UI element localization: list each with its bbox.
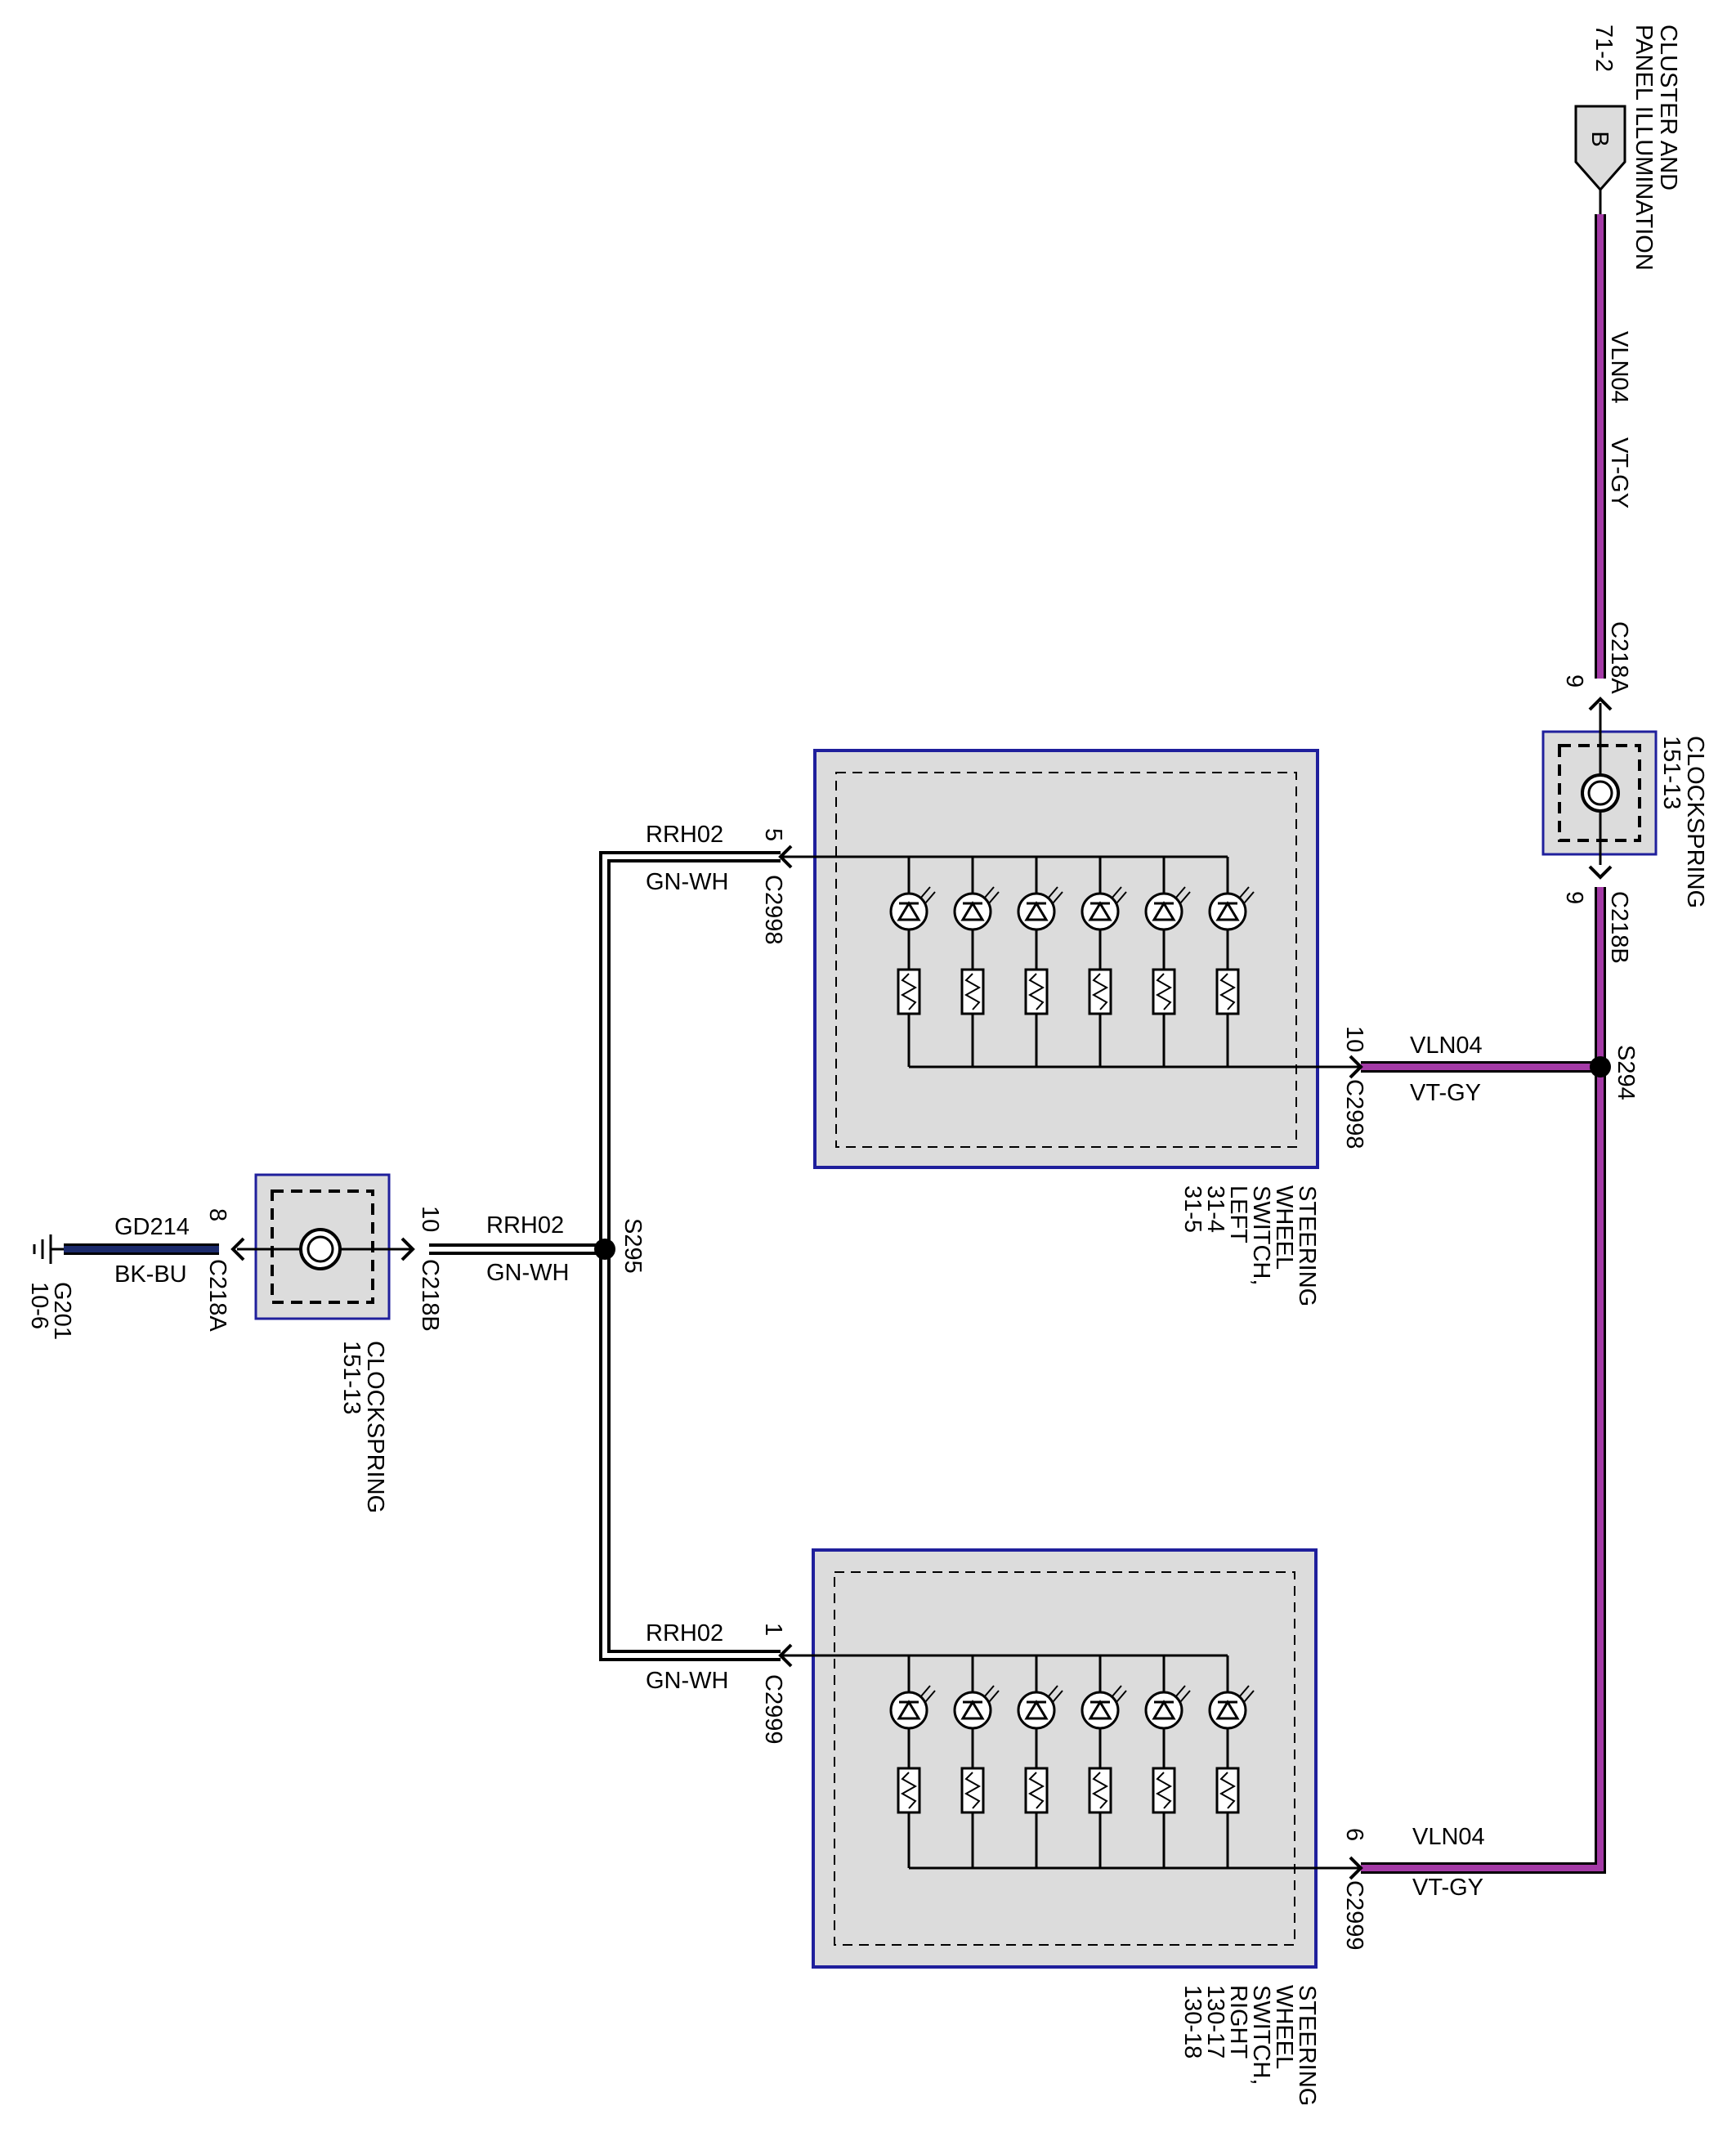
- left-switch-connector-ground: C2998: [760, 875, 786, 944]
- left-switch-led-branch: [1144, 857, 1191, 1067]
- right-switch-led-branch: [1208, 1655, 1255, 1868]
- feed-ref: 71-2: [1591, 25, 1617, 72]
- clockspring-top-in-pin: 9: [1561, 674, 1587, 688]
- right-switch-title-line2: WHEEL: [1271, 1985, 1297, 2069]
- steering-wheel-switch-left: [813, 749, 1319, 1169]
- right-switch-power-pin-arrow-icon: [1349, 1856, 1363, 1880]
- left-switch-led-branch: [953, 857, 1000, 1067]
- clockspring-top-in-connector: C218A: [1606, 621, 1632, 694]
- right-switch-connector-ground: C2999: [760, 1674, 786, 1744]
- led-icon: [1208, 1691, 1247, 1730]
- led-icon: [1144, 892, 1183, 931]
- left-return-circuit: RRH02: [646, 822, 723, 848]
- left-switch-ground-pin-arrow-icon: [778, 845, 793, 869]
- splice-s295-dot: [594, 1239, 615, 1260]
- clockspring-bottom-right-pin: 10: [417, 1206, 443, 1232]
- right-switch-led-branch: [889, 1655, 936, 1868]
- ground-wire-circuit: GD214: [114, 1214, 190, 1240]
- ground-point-name: G201: [49, 1282, 75, 1340]
- left-switch-power-pin-arrow-icon: [1349, 1055, 1363, 1079]
- left-switch-title-line2: WHEEL: [1271, 1185, 1297, 1270]
- right-switch-connector-power: C2999: [1341, 1880, 1367, 1950]
- left-switch-connector-power: C2998: [1341, 1079, 1367, 1149]
- clockspring-top-title: CLOCKSPRING: [1682, 736, 1708, 908]
- splice-s294-label: S294: [1613, 1045, 1639, 1100]
- clockspring-bottom-left-pin: 8: [204, 1208, 230, 1221]
- right-power-circuit: VLN04: [1412, 1824, 1485, 1850]
- ground-icon: [33, 1234, 64, 1264]
- right-switch-title-line3: SWITCH,: [1248, 1985, 1274, 2085]
- left-switch-led-branch: [889, 857, 936, 1067]
- right-switch-led-branch: [1017, 1655, 1063, 1868]
- clockspring-top-out-connector: C218B: [1606, 891, 1632, 964]
- splice-wire-circuit: RRH02: [486, 1212, 564, 1239]
- led-icon: [1081, 892, 1120, 931]
- clockspring-bottom-right-connector: C218B: [417, 1259, 443, 1332]
- clockspring-bottom: [230, 1173, 415, 1320]
- feed-arrow-label: B: [1586, 131, 1613, 146]
- connector-arrow-icon: B: [1574, 105, 1626, 214]
- left-switch-led-branch: [1017, 857, 1063, 1067]
- feed-wire-circuit: VLN04: [1606, 331, 1632, 404]
- clockspring-top: [1541, 697, 1658, 880]
- left-switch-pin-ground: 5: [760, 828, 786, 841]
- led-icon: [953, 892, 992, 931]
- right-switch-title-line4: RIGHT: [1225, 1985, 1251, 2059]
- resistor-icon: [1088, 1767, 1112, 1814]
- right-switch-ref1: 130-17: [1202, 1985, 1228, 2059]
- ground-wire-color: BK-BU: [114, 1261, 187, 1288]
- right-switch-pin-ground: 1: [760, 1623, 786, 1636]
- right-switch-ground-pin-arrow-icon: [778, 1643, 793, 1668]
- right-return-color: GN-WH: [646, 1668, 728, 1694]
- splice-wire-color: GN-WH: [486, 1260, 569, 1286]
- left-switch-title-line4: LEFT: [1225, 1185, 1251, 1243]
- right-power-color: VT-GY: [1412, 1875, 1483, 1901]
- left-switch-led-branch: [1081, 857, 1127, 1067]
- splice-s294-dot: [1590, 1056, 1611, 1077]
- left-switch-led-branch: [1208, 857, 1255, 1067]
- left-switch-ref2: 31-5: [1179, 1185, 1206, 1233]
- led-icon: [889, 892, 928, 931]
- right-switch-pin-power: 6: [1341, 1828, 1367, 1841]
- led-bank-left: [778, 845, 1363, 1079]
- clockspring-top-ref: 151-13: [1658, 736, 1685, 809]
- left-switch-pin-power: 10: [1341, 1026, 1367, 1052]
- right-return-circuit: RRH02: [646, 1620, 723, 1646]
- right-switch-led-branch: [1081, 1655, 1127, 1868]
- led-icon: [953, 1691, 992, 1730]
- led-icon: [1144, 1691, 1183, 1730]
- left-return-color: GN-WH: [646, 869, 728, 895]
- led-icon: [1081, 1691, 1120, 1730]
- ground-point-ref: 10-6: [26, 1282, 52, 1329]
- right-switch-ref2: 130-18: [1179, 1985, 1206, 2059]
- steering-wheel-switch-right: [812, 1548, 1318, 1969]
- led-icon: [1017, 1691, 1056, 1730]
- right-switch-led-branch: [1144, 1655, 1191, 1868]
- feed-title-line1: CLUSTER AND: [1655, 25, 1681, 190]
- left-switch-title-line3: SWITCH,: [1248, 1185, 1274, 1285]
- right-switch-led-branch: [953, 1655, 1000, 1868]
- left-switch-ref1: 31-4: [1202, 1185, 1228, 1233]
- right-switch-title-line1: STEERING: [1294, 1985, 1320, 2106]
- wire-vtgy-main: [1361, 887, 1606, 1874]
- resistor-icon: [960, 1767, 985, 1814]
- feed-title-line2: PANEL ILLUMINATION: [1631, 25, 1657, 271]
- led-icon: [1017, 892, 1056, 931]
- splice-s295-label: S295: [620, 1218, 646, 1274]
- led-bank-right: [778, 1643, 1363, 1880]
- clockspring-bottom-title: CLOCKSPRING: [362, 1341, 388, 1513]
- left-power-color: VT-GY: [1410, 1080, 1481, 1106]
- led-icon: [1208, 892, 1247, 931]
- feed-wire-color: VT-GY: [1606, 437, 1632, 508]
- clockspring-bottom-left-connector: C218A: [204, 1259, 230, 1332]
- clockspring-bottom-ref: 151-13: [338, 1341, 365, 1414]
- left-switch-title-line1: STEERING: [1294, 1185, 1320, 1306]
- clockspring-top-out-pin: 9: [1561, 891, 1587, 904]
- left-power-circuit: VLN04: [1410, 1033, 1483, 1059]
- led-icon: [889, 1691, 928, 1730]
